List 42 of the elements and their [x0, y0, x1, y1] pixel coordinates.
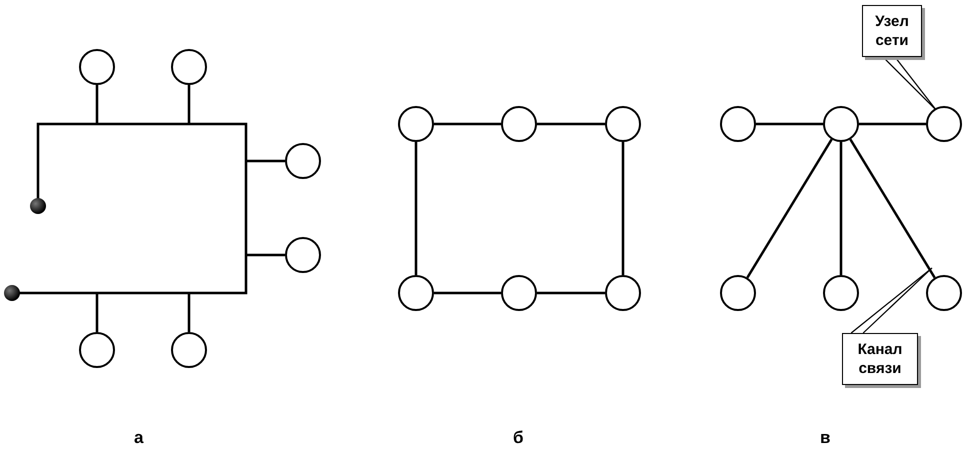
network-node-circle: [285, 237, 321, 273]
network-node-circle: [720, 106, 756, 142]
connection-line: [188, 293, 190, 332]
connection-line: [840, 142, 842, 275]
connection-line: [434, 292, 501, 294]
network-node-circle: [398, 106, 434, 142]
connection-line: [746, 138, 833, 278]
callout-label: Канал связи: [842, 333, 918, 385]
panel-label: б: [513, 428, 524, 448]
connection-line: [537, 292, 605, 294]
network-node-circle: [79, 332, 115, 368]
connection-line: [859, 122, 926, 126]
leader-line: [850, 267, 933, 334]
callout-label: Узел сети: [862, 5, 922, 57]
connection-line: [246, 254, 285, 256]
connection-line: [414, 142, 418, 275]
network-node-circle: [171, 49, 207, 85]
connection-line: [434, 122, 501, 126]
network-node-circle: [720, 275, 756, 311]
network-node-circle: [926, 106, 962, 142]
network-node-circle: [501, 275, 537, 311]
network-node-circle: [501, 106, 537, 142]
connection-line: [96, 85, 98, 124]
network-node-circle: [823, 106, 859, 142]
connection-line: [96, 293, 98, 332]
connection-line: [756, 122, 823, 126]
network-node-circle: [79, 49, 115, 85]
network-node-circle: [285, 143, 321, 179]
connection-line: [246, 160, 285, 162]
connection-line: [622, 142, 624, 275]
connection-line: [849, 138, 936, 278]
network-node-circle: [926, 275, 962, 311]
panel-label: а: [134, 428, 144, 448]
network-node-circle: [823, 275, 859, 311]
network-node-circle: [171, 332, 207, 368]
connection-line: [537, 122, 605, 126]
network-node-circle: [605, 106, 641, 142]
network-node-circle: [605, 275, 641, 311]
network-node-circle: [398, 275, 434, 311]
connection-line: [188, 85, 190, 124]
panel-label: в: [820, 428, 830, 448]
terminator-dot: [4, 285, 20, 301]
